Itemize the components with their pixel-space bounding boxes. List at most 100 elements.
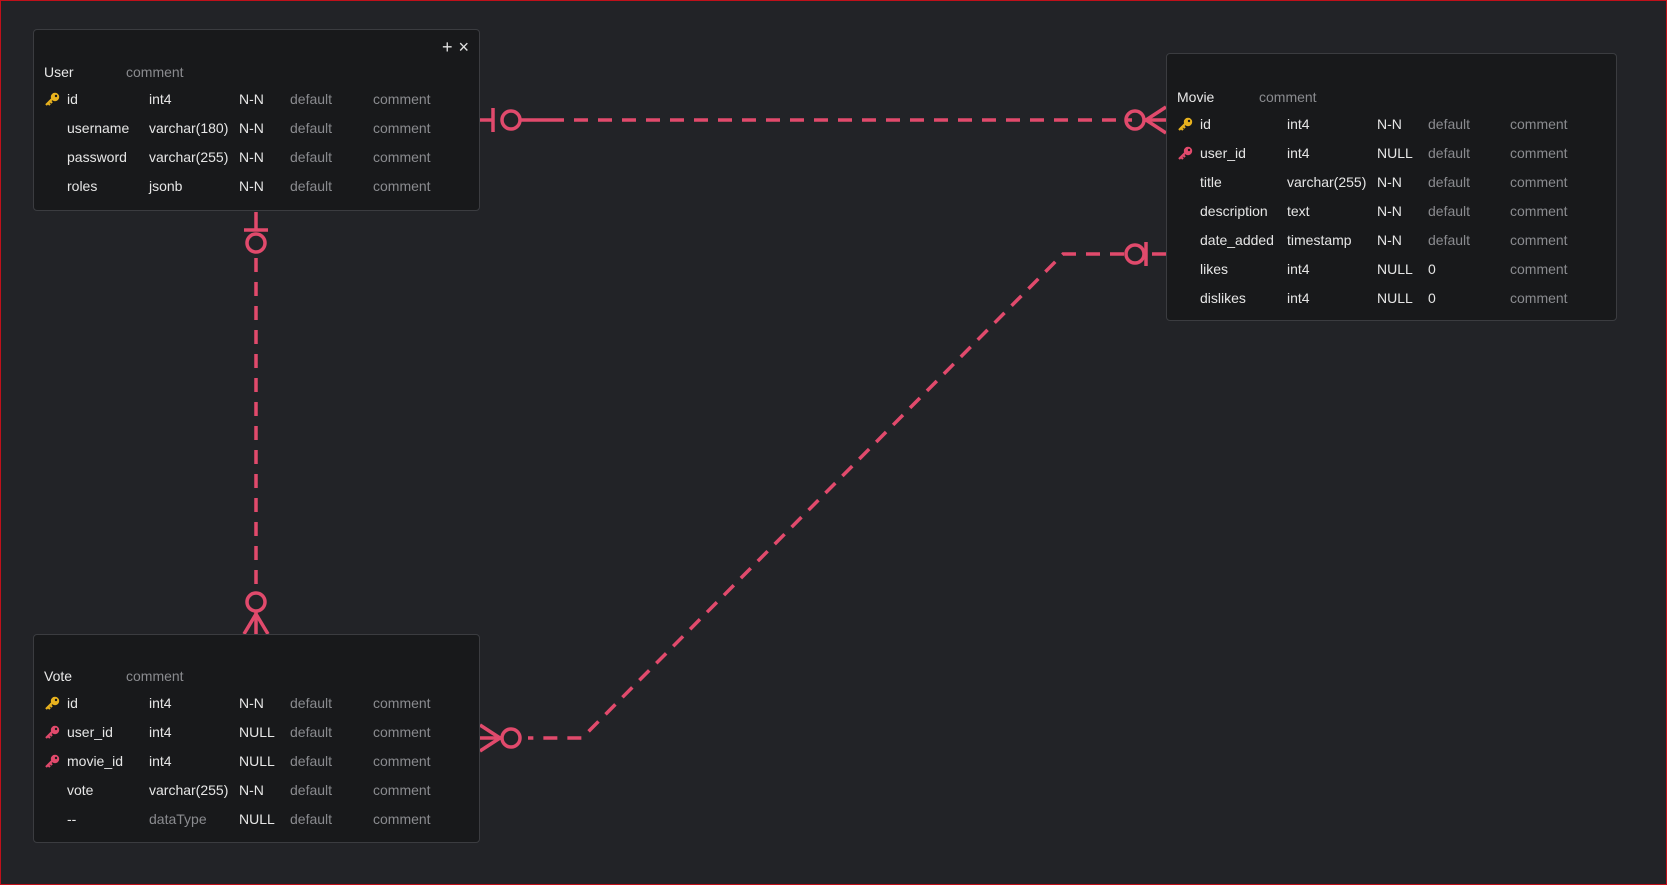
column-type[interactable]: int4: [149, 724, 172, 740]
column-default[interactable]: default: [290, 120, 333, 136]
column-name[interactable]: vote: [67, 782, 94, 798]
column-comment[interactable]: comment: [1510, 232, 1568, 248]
column-default[interactable]: default: [290, 91, 333, 107]
column-comment[interactable]: comment: [1510, 261, 1568, 277]
column-comment[interactable]: comment: [373, 120, 431, 136]
column-name[interactable]: title: [1200, 174, 1222, 190]
column-default[interactable]: default: [290, 811, 333, 827]
table-comment[interactable]: comment: [126, 668, 184, 684]
column-name[interactable]: id: [67, 91, 78, 107]
column-nullable[interactable]: N-N: [1377, 232, 1402, 248]
column-row-user-id[interactable]: user_id int4 NULL default comment: [1167, 141, 1616, 165]
column-comment[interactable]: comment: [373, 178, 431, 194]
column-default[interactable]: default: [290, 753, 333, 769]
column-comment[interactable]: comment: [373, 782, 431, 798]
column-row-title[interactable]: title varchar(255) N-N default comment: [1167, 170, 1616, 194]
table-comment[interactable]: comment: [126, 64, 184, 80]
column-type[interactable]: int4: [149, 695, 172, 711]
column-nullable[interactable]: N-N: [239, 149, 264, 165]
column-row-id[interactable]: id int4 N-N default comment: [34, 691, 479, 715]
column-default[interactable]: default: [1428, 203, 1471, 219]
column-default[interactable]: 0: [1428, 290, 1436, 306]
column-row-vote[interactable]: vote varchar(255) N-N default comment: [34, 778, 479, 802]
column-name[interactable]: user_id: [67, 724, 113, 740]
column-type[interactable]: varchar(180): [149, 120, 229, 136]
column-nullable[interactable]: NULL: [1377, 145, 1413, 161]
column-comment[interactable]: comment: [373, 695, 431, 711]
column-row-movie-id[interactable]: movie_id int4 NULL default comment: [34, 749, 479, 773]
column-nullable[interactable]: NULL: [1377, 290, 1413, 306]
column-default[interactable]: default: [290, 724, 333, 740]
column-type[interactable]: jsonb: [149, 178, 183, 194]
column-row-user-id[interactable]: user_id int4 NULL default comment: [34, 720, 479, 744]
column-name[interactable]: password: [67, 149, 127, 165]
column-comment[interactable]: comment: [1510, 116, 1568, 132]
column-comment[interactable]: comment: [373, 753, 431, 769]
column-default[interactable]: default: [290, 149, 333, 165]
column-nullable[interactable]: NULL: [1377, 261, 1413, 277]
column-default[interactable]: default: [1428, 232, 1471, 248]
column-row-id[interactable]: id int4 N-N default comment: [34, 87, 479, 111]
column-name[interactable]: --: [67, 811, 77, 827]
add-column-button[interactable]: +: [441, 37, 453, 57]
table-name[interactable]: Vote: [44, 668, 73, 684]
column-comment[interactable]: comment: [1510, 145, 1568, 161]
column-name[interactable]: likes: [1200, 261, 1229, 277]
column-default[interactable]: default: [290, 178, 333, 194]
column-default[interactable]: default: [1428, 145, 1471, 161]
table-comment[interactable]: comment: [1259, 89, 1317, 105]
column-type[interactable]: text: [1287, 203, 1310, 219]
column-type[interactable]: dataType: [149, 811, 207, 827]
column-comment[interactable]: comment: [373, 149, 431, 165]
column-nullable[interactable]: N-N: [239, 178, 264, 194]
column-type[interactable]: int4: [1287, 116, 1310, 132]
column-nullable[interactable]: NULL: [239, 753, 275, 769]
column-row-date-added[interactable]: date_added timestamp N-N default comment: [1167, 228, 1616, 252]
column-type[interactable]: int4: [1287, 145, 1310, 161]
column-type[interactable]: timestamp: [1287, 232, 1352, 248]
column-nullable[interactable]: N-N: [239, 782, 264, 798]
column-type[interactable]: varchar(255): [1287, 174, 1367, 190]
column-name[interactable]: username: [67, 120, 130, 136]
table-name[interactable]: Movie: [1177, 89, 1215, 105]
relation-movie-vote[interactable]: [528, 252, 1124, 740]
column-default[interactable]: default: [290, 695, 333, 711]
column-name[interactable]: movie_id: [67, 753, 124, 769]
column-nullable[interactable]: NULL: [239, 724, 275, 740]
column-type[interactable]: varchar(255): [149, 149, 229, 165]
column-comment[interactable]: comment: [1510, 290, 1568, 306]
column-nullable[interactable]: N-N: [239, 91, 264, 107]
column-type[interactable]: int4: [149, 91, 172, 107]
column-default[interactable]: default: [1428, 116, 1471, 132]
column-type[interactable]: varchar(255): [149, 782, 229, 798]
column-default[interactable]: 0: [1428, 261, 1436, 277]
column-type[interactable]: int4: [1287, 290, 1310, 306]
column-name[interactable]: date_added: [1200, 232, 1274, 248]
column-name[interactable]: id: [1200, 116, 1211, 132]
column-comment[interactable]: comment: [1510, 203, 1568, 219]
column-comment[interactable]: comment: [373, 91, 431, 107]
column-nullable[interactable]: N-N: [1377, 174, 1402, 190]
column-default[interactable]: default: [1428, 174, 1471, 190]
column-row-password[interactable]: password varchar(255) N-N default comment: [34, 145, 479, 169]
column-nullable[interactable]: N-N: [1377, 116, 1402, 132]
column-comment[interactable]: comment: [373, 811, 431, 827]
column-nullable[interactable]: N-N: [239, 695, 264, 711]
column-name[interactable]: roles: [67, 178, 98, 194]
column-row-id[interactable]: id int4 N-N default comment: [1167, 112, 1616, 136]
column-comment[interactable]: comment: [373, 724, 431, 740]
column-name[interactable]: id: [67, 695, 78, 711]
column-default[interactable]: default: [290, 782, 333, 798]
column-name[interactable]: user_id: [1200, 145, 1246, 161]
column-type[interactable]: int4: [149, 753, 172, 769]
column-name[interactable]: description: [1200, 203, 1268, 219]
column-comment[interactable]: comment: [1510, 174, 1568, 190]
